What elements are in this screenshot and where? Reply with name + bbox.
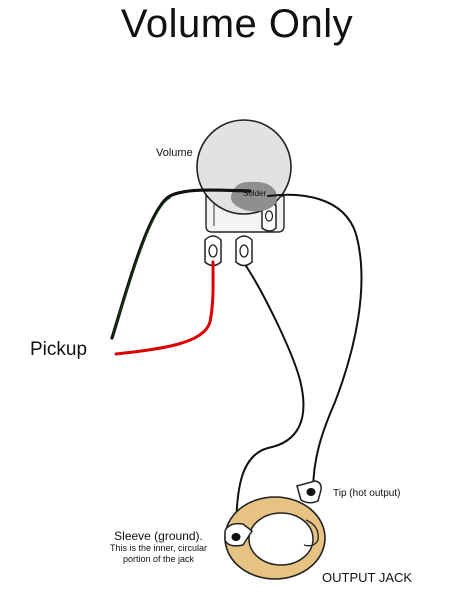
output-jack-icon [224, 480, 326, 580]
tip-wire [267, 193, 363, 493]
tip-label: Tip (hot output) [333, 488, 401, 499]
output-jack-label: OUTPUT JACK [322, 570, 413, 585]
sleeve-label-title: Sleeve (ground). [114, 529, 203, 543]
sleeve-wire [235, 265, 305, 536]
jack-sleeve-lug [224, 522, 254, 547]
pickup-ground-wire-highlight [112, 197, 171, 335]
page-title: Volume Only [120, 2, 354, 46]
pickup-label: Pickup [30, 339, 88, 360]
sleeve-label-desc-2: portion of the jack [123, 554, 195, 564]
pot-lug-left [204, 235, 222, 267]
solder-label: Solder [243, 189, 267, 198]
volume-label: Volume [156, 147, 193, 159]
pickup-hot-wire [114, 260, 215, 356]
jack-tip-lug [296, 480, 322, 504]
sleeve-label: Sleeve (ground). This is the inner, circ… [110, 530, 207, 565]
volume-pot-icon [196, 119, 292, 267]
pot-lug-middle [235, 235, 253, 267]
sleeve-label-desc-1: This is the inner, circular [110, 543, 208, 553]
